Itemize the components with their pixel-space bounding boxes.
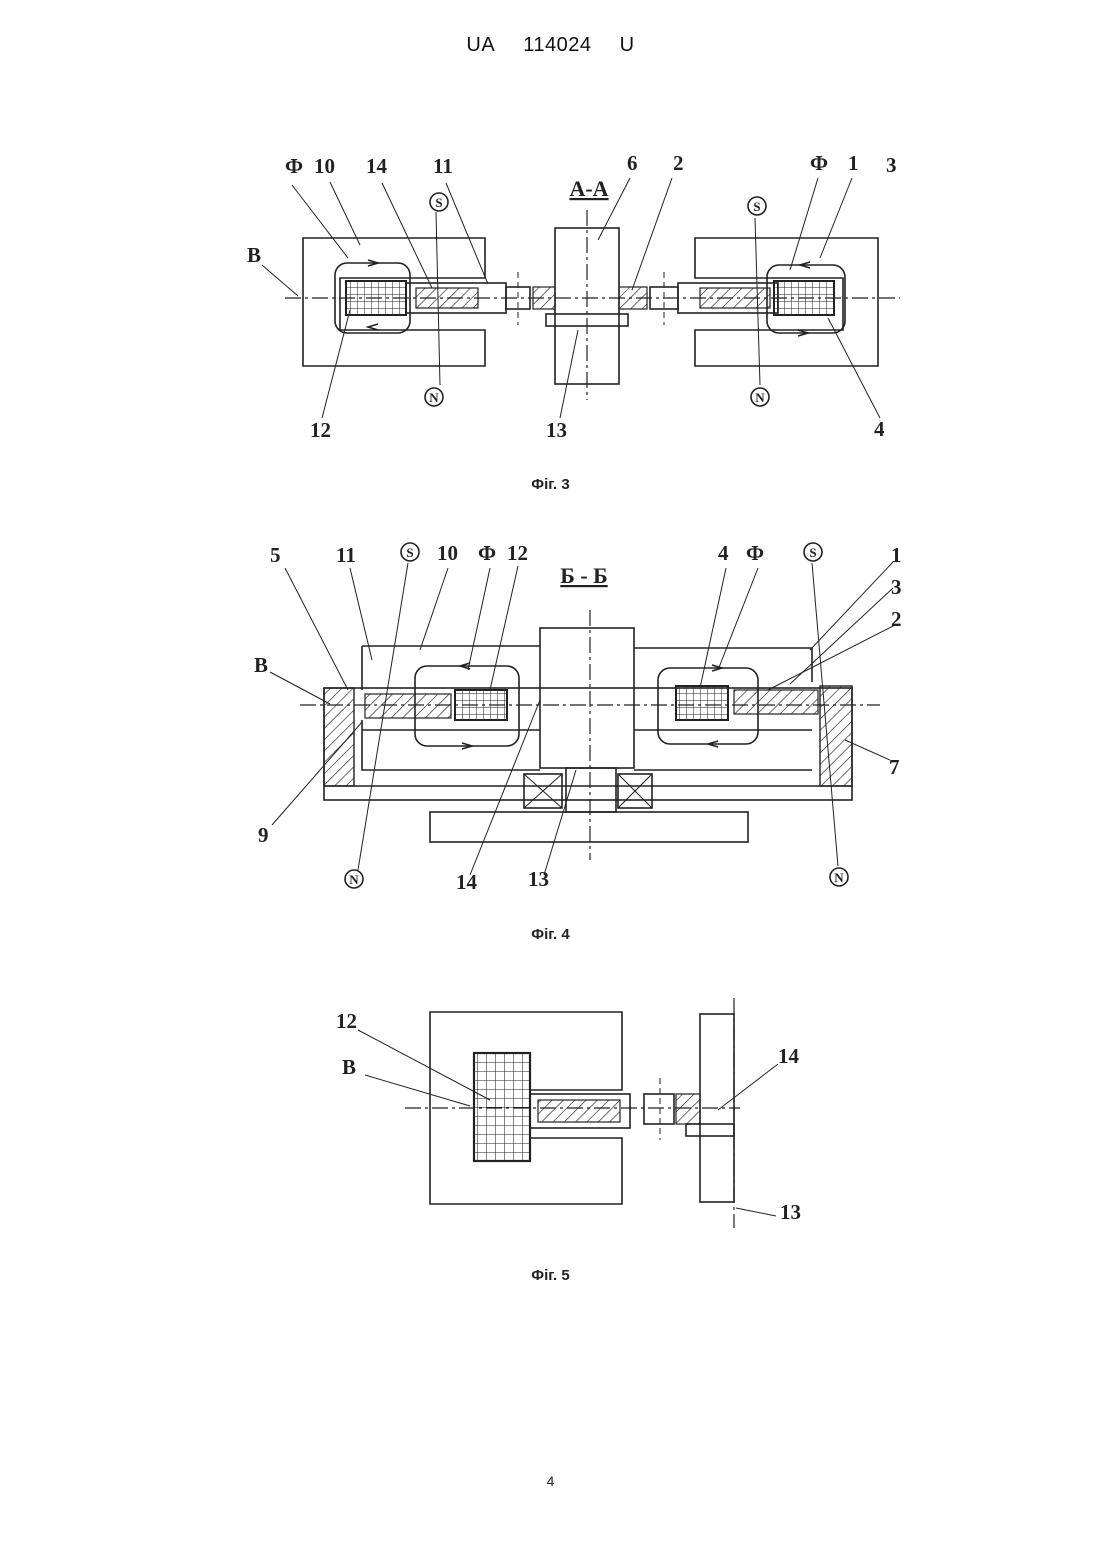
header-patent-number: 114024 bbox=[523, 34, 591, 56]
fig3-pole-s-left: S bbox=[430, 193, 448, 211]
fig4-label: 14 bbox=[456, 870, 478, 894]
figure-3-caption: Фіг. 3 bbox=[0, 476, 1101, 493]
fig4-bearing-right-cross bbox=[618, 774, 652, 808]
fig4-label: 10 bbox=[437, 541, 458, 565]
fig4-label: B bbox=[254, 653, 268, 677]
header-document-kind: U bbox=[620, 34, 635, 56]
svg-text:S: S bbox=[406, 545, 413, 560]
fig4-label: 11 bbox=[336, 543, 356, 567]
fig3-label: 12 bbox=[310, 418, 331, 442]
fig5-label: 12 bbox=[336, 1009, 357, 1033]
fig4-label: 12 bbox=[507, 541, 528, 565]
fig4-pole-n-left: N bbox=[345, 870, 363, 888]
fig4-right-magnet bbox=[734, 690, 818, 714]
fig3-label: 11 bbox=[433, 154, 453, 178]
fig4-label: 3 bbox=[891, 575, 902, 599]
fig4-shaft bbox=[540, 628, 634, 768]
figure-3-drawing: S S N N А-А Ф 10 14 11 6 2 Ф 1 3 B 12 13… bbox=[0, 140, 1101, 470]
fig3-label: 1 bbox=[848, 151, 859, 175]
fig4-label: 2 bbox=[891, 607, 902, 631]
fig3-label: 3 bbox=[886, 153, 897, 177]
fig3-label: 2 bbox=[673, 151, 684, 175]
fig3-pole-n-right: N bbox=[751, 388, 769, 406]
fig4-label: 9 bbox=[258, 823, 269, 847]
fig3-pole-n-left: N bbox=[425, 388, 443, 406]
fig3-label: Ф bbox=[810, 151, 828, 175]
fig4-label: 13 bbox=[528, 867, 549, 891]
fig4-right-support bbox=[820, 686, 852, 786]
document-header: UA 114024 U bbox=[0, 34, 1101, 57]
fig4-leader-lines bbox=[270, 562, 895, 875]
fig5-label: 13 bbox=[780, 1200, 801, 1224]
fig5-rotor bbox=[644, 1094, 674, 1124]
svg-text:N: N bbox=[755, 390, 765, 405]
figure-4-caption: Фіг. 4 bbox=[0, 926, 1101, 943]
svg-text:N: N bbox=[429, 390, 439, 405]
fig4-pole-n-right: N bbox=[830, 868, 848, 886]
fig4-bottom-plate bbox=[430, 812, 748, 842]
svg-text:N: N bbox=[349, 872, 359, 887]
fig3-label: B bbox=[247, 243, 261, 267]
svg-text:S: S bbox=[435, 195, 442, 210]
fig3-label: Ф bbox=[285, 154, 303, 178]
fig4-pole-s-right: S bbox=[804, 543, 822, 561]
fig5-label: 14 bbox=[778, 1044, 800, 1068]
figure-4-drawing: S S N N Б - Б 5 11 10 Ф 12 4 Ф 1 3 2 B 7… bbox=[0, 535, 1101, 905]
fig5-coil bbox=[474, 1053, 530, 1161]
fig4-label: 1 bbox=[891, 543, 902, 567]
figure-5-drawing: 12 B 14 13 bbox=[0, 995, 1101, 1240]
fig4-section-label: Б - Б bbox=[560, 563, 607, 588]
header-country-code: UA bbox=[466, 34, 495, 56]
fig3-pole-s-right: S bbox=[748, 197, 766, 215]
fig3-label: 4 bbox=[874, 417, 885, 441]
fig5-hub bbox=[686, 1124, 734, 1136]
fig5-magnet bbox=[538, 1100, 620, 1122]
svg-text:S: S bbox=[809, 545, 816, 560]
fig4-label: 5 bbox=[270, 543, 281, 567]
svg-text:S: S bbox=[753, 199, 760, 214]
fig5-leader-lines bbox=[358, 1030, 778, 1216]
fig3-section-label: А-А bbox=[569, 176, 608, 201]
fig3-label: 14 bbox=[366, 154, 388, 178]
svg-text:N: N bbox=[834, 870, 844, 885]
page-number: 4 bbox=[0, 1473, 1101, 1489]
fig5-rotor-hatched bbox=[676, 1094, 700, 1124]
fig4-label: Ф bbox=[478, 541, 496, 565]
fig3-label: 13 bbox=[546, 418, 567, 442]
fig4-label: 4 bbox=[718, 541, 729, 565]
fig4-shaft-lower bbox=[566, 768, 616, 812]
fig4-label: 7 bbox=[889, 755, 900, 779]
fig5-label: B bbox=[342, 1055, 356, 1079]
fig3-flux-arrow bbox=[368, 324, 378, 330]
fig4-left-magnet bbox=[365, 694, 451, 718]
fig4-right-coil bbox=[676, 686, 728, 720]
fig4-label: Ф bbox=[746, 541, 764, 565]
figure-5-caption: Фіг. 5 bbox=[0, 1267, 1101, 1284]
fig3-label: 6 bbox=[627, 151, 638, 175]
fig4-bearing-left-cross bbox=[524, 774, 562, 808]
fig3-label: 10 bbox=[314, 154, 335, 178]
fig4-pole-s-left: S bbox=[401, 543, 419, 561]
